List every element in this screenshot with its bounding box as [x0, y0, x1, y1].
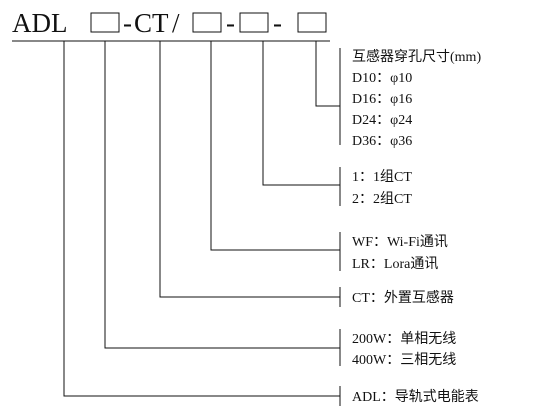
ct-size-option: D16：φ16 [352, 92, 412, 107]
code-prefix: ADL [12, 8, 68, 38]
ct-size-title: 互感器穿孔尺寸(mm) [352, 48, 481, 65]
group-ct-count: 1：1组CT 2：2组CT [262, 41, 412, 207]
comm-option: LR：Lora通讯 [352, 256, 438, 272]
group-phase: 200W：单相无线 400W：三相无线 [104, 41, 456, 368]
slot-ct-size [297, 12, 327, 33]
model-code: ADL - CT / - - [12, 8, 327, 38]
leader-comm [210, 41, 340, 251]
code-slash: / [172, 8, 180, 38]
product-option: ADL：导轨式电能表 [352, 389, 479, 405]
code-dash-3: - [273, 8, 282, 38]
leader-product [63, 41, 340, 397]
group-ct-type: CT：外置互感器 [159, 41, 454, 307]
comm-option: WF：Wi-Fi通讯 [352, 234, 448, 250]
ct-size-option: D24：φ24 [352, 113, 412, 128]
leader-ct-type [159, 41, 340, 298]
ct-type-option: CT：外置互感器 [352, 289, 454, 306]
group-product: ADL：导轨式电能表 [63, 41, 479, 406]
code-dash-1: - [123, 8, 132, 38]
phase-option: 400W：三相无线 [352, 352, 456, 368]
group-comm: WF：Wi-Fi通讯 LR：Lora通讯 [210, 41, 448, 272]
leader-ct-count [262, 41, 340, 186]
group-ct-size: 互感器穿孔尺寸(mm) D10：φ10 D16：φ16 D24：φ24 D36：… [315, 41, 481, 149]
slot-comm [192, 12, 222, 33]
slot-ct-count [239, 12, 269, 33]
ct-count-option: 1：1组CT [352, 169, 412, 185]
ct-size-option: D36：φ36 [352, 134, 412, 149]
slot-phase [90, 12, 120, 33]
ct-size-option: D10：φ10 [352, 71, 412, 86]
code-dash-2: - [226, 8, 235, 38]
phase-option: 200W：单相无线 [352, 331, 456, 347]
code-ct: CT [134, 8, 169, 38]
ct-count-option: 2：2组CT [352, 191, 412, 207]
leader-ct-size [315, 41, 340, 107]
leader-phase [104, 41, 340, 349]
